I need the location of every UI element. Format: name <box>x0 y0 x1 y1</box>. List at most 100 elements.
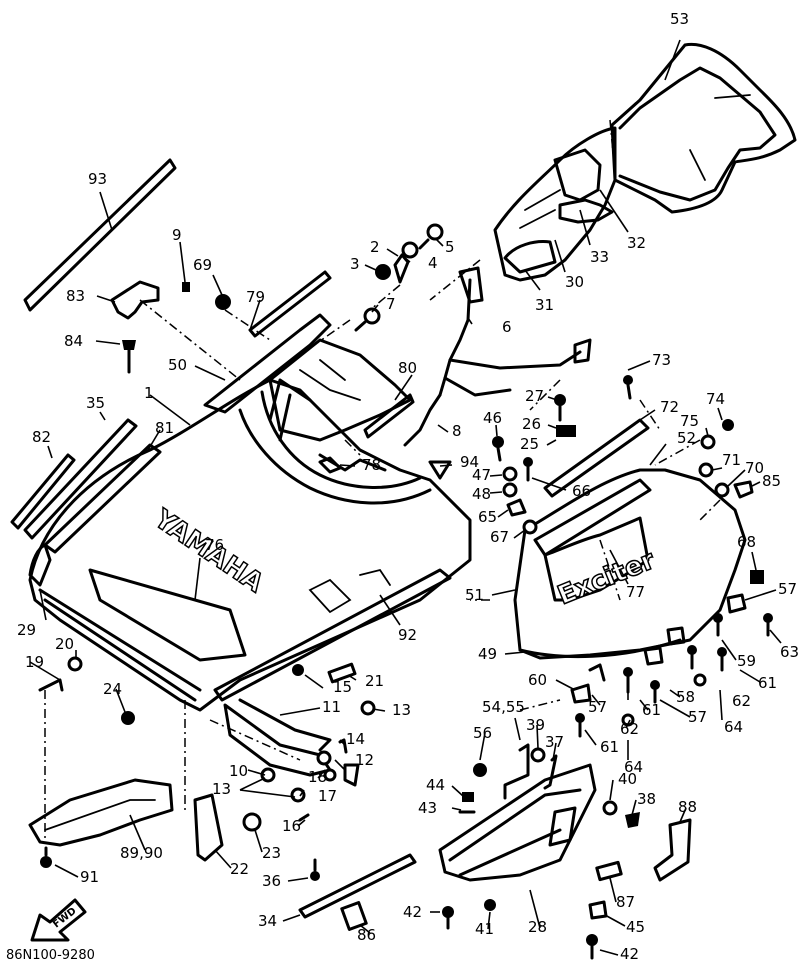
callout-2: 2 <box>370 238 380 256</box>
callout-67: 67 <box>490 528 510 546</box>
callout-33: 33 <box>590 248 610 266</box>
part-94 <box>428 460 452 480</box>
callout-60: 60 <box>528 671 548 689</box>
callout-31: 31 <box>535 296 555 314</box>
callout-87: 87 <box>616 893 636 911</box>
callout-10: 10 <box>229 762 249 780</box>
callout-46: 46 <box>483 409 503 427</box>
callout-62-a: 62 <box>732 692 752 710</box>
callout-4: 4 <box>428 254 438 272</box>
fwd-arrow-icon: FWD <box>30 898 87 942</box>
callout-13-b: 13 <box>212 780 232 798</box>
part-2 <box>393 253 410 284</box>
callout-79: 79 <box>246 288 266 306</box>
callout-20: 20 <box>55 635 75 653</box>
part-81-strip <box>43 443 162 554</box>
callout-50: 50 <box>168 356 188 374</box>
part-28-lower <box>438 763 597 882</box>
part-7-screw <box>354 307 381 332</box>
callout-61-b: 61 <box>642 701 662 719</box>
callout-63: 63 <box>780 643 800 661</box>
part-82-strip <box>10 453 76 530</box>
callout-1: 1 <box>144 384 154 402</box>
part-30-cowl <box>493 126 617 282</box>
callout-89-90: 89,90 <box>120 844 163 862</box>
callout-30: 30 <box>565 273 585 291</box>
callout-69: 69 <box>193 256 213 274</box>
part-53-panel <box>610 42 797 214</box>
callout-85: 85 <box>762 472 782 490</box>
fasteners <box>38 375 773 960</box>
callout-14: 14 <box>346 730 366 748</box>
part-86 <box>340 901 368 931</box>
callout-74: 74 <box>706 390 726 408</box>
part-78-bracket <box>318 456 342 474</box>
callout-64-b: 64 <box>624 758 644 776</box>
callout-32: 32 <box>627 234 647 252</box>
callout-42-a: 42 <box>403 903 423 921</box>
callout-43: 43 <box>418 799 438 817</box>
callout-73: 73 <box>652 351 672 369</box>
callout-81: 81 <box>155 419 175 437</box>
part-92-trim <box>213 568 452 702</box>
part-69 <box>215 294 231 310</box>
callout-45: 45 <box>626 918 646 936</box>
part-84-rivet <box>122 340 136 374</box>
callout-29: 29 <box>17 621 37 639</box>
part-34-strip <box>298 853 417 919</box>
callout-66: 66 <box>572 482 592 500</box>
part-3 <box>375 264 391 280</box>
callout-3: 3 <box>350 255 360 273</box>
callout-76: 76 <box>205 536 225 554</box>
callout-38: 38 <box>637 790 657 808</box>
callout-61-c: 61 <box>600 738 620 756</box>
callout-28: 28 <box>528 918 548 936</box>
callout-78: 78 <box>362 456 382 474</box>
callout-leaders <box>29 39 782 956</box>
callout-82: 82 <box>32 428 52 446</box>
callout-88: 88 <box>678 798 698 816</box>
callout-25: 25 <box>520 435 540 453</box>
callout-77: 77 <box>626 583 646 601</box>
callout-7: 7 <box>386 295 396 313</box>
callout-57-a: 57 <box>778 580 798 598</box>
callout-49: 49 <box>478 645 498 663</box>
part-5-screw <box>418 223 444 250</box>
callout-93: 93 <box>88 170 108 188</box>
callout-72: 72 <box>660 398 680 416</box>
part-21 <box>327 662 357 684</box>
callout-11: 11 <box>322 698 342 716</box>
assembly-lines <box>44 119 721 840</box>
callout-62-b: 62 <box>620 720 640 738</box>
part-83-bracket <box>110 280 160 320</box>
part-93-strip <box>23 158 177 312</box>
callout-35: 35 <box>86 394 106 412</box>
callout-80: 80 <box>398 359 418 377</box>
callout-15: 15 <box>333 678 353 696</box>
callout-40: 40 <box>618 770 638 788</box>
callout-26: 26 <box>522 415 542 433</box>
callout-61-a: 61 <box>758 674 778 692</box>
callout-27: 27 <box>525 387 545 405</box>
callout-6: 6 <box>502 318 512 336</box>
part-1-hood <box>28 378 472 712</box>
callout-84: 84 <box>64 332 84 350</box>
callout-39: 39 <box>526 716 546 734</box>
callout-92: 92 <box>398 626 418 644</box>
part-4 <box>401 241 419 259</box>
callout-58: 58 <box>676 688 696 706</box>
callout-36: 36 <box>262 872 282 890</box>
callout-57-b: 57 <box>588 698 608 716</box>
callout-9: 9 <box>172 226 182 244</box>
callout-5: 5 <box>445 238 455 256</box>
callout-16: 16 <box>282 817 302 835</box>
callout-41: 41 <box>475 920 495 938</box>
callout-8: 8 <box>452 422 462 440</box>
callout-52: 52 <box>677 429 697 447</box>
callout-68: 68 <box>737 533 757 551</box>
callout-44: 44 <box>426 776 446 794</box>
callout-12: 12 <box>355 751 375 769</box>
part-35-strip <box>23 418 138 540</box>
